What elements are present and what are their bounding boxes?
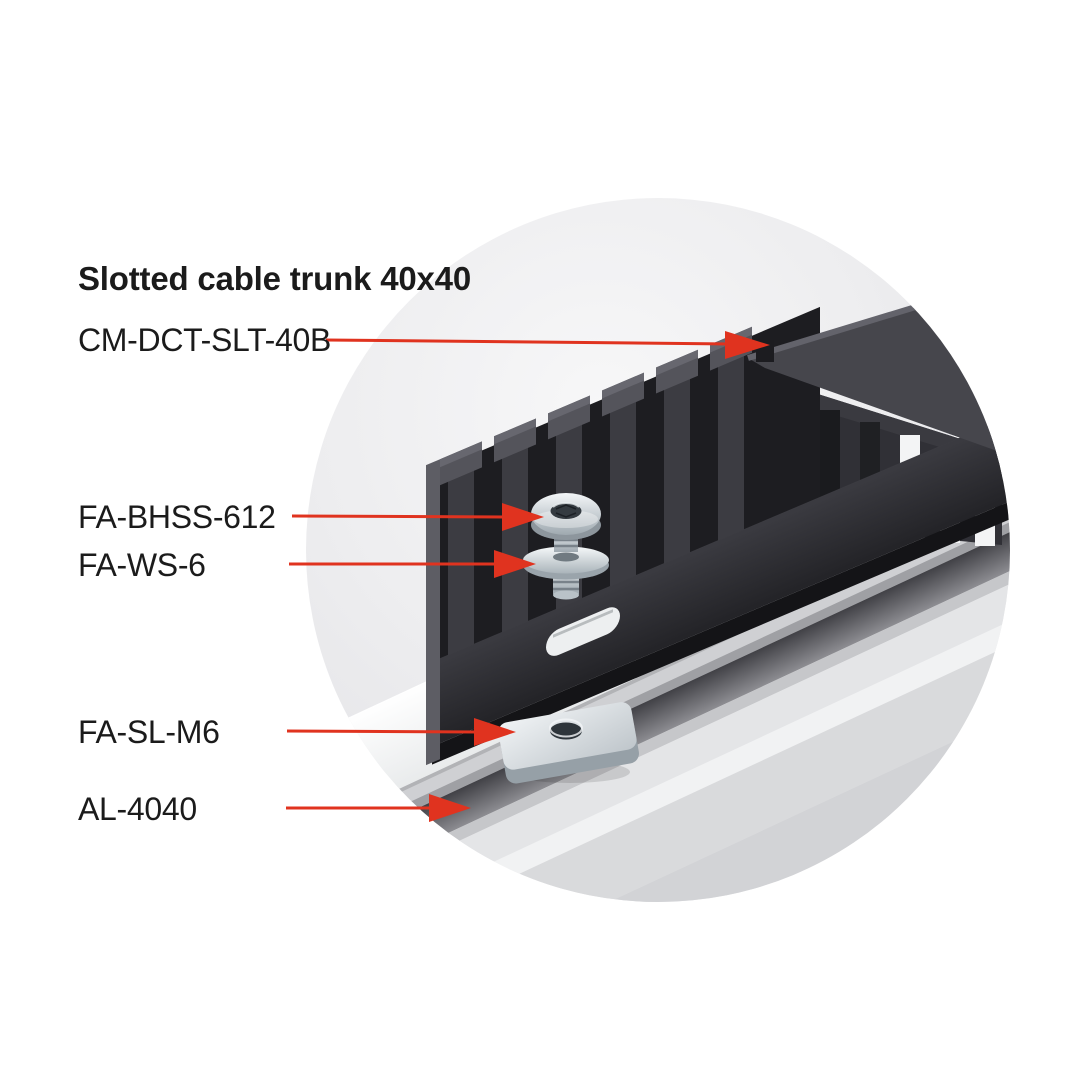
- duct-oblong-hole: [546, 607, 620, 656]
- arrow-profile: [286, 794, 471, 822]
- arrow-screw: [291, 503, 544, 531]
- duct-base-flange: [432, 401, 1010, 747]
- arrow-duct: [325, 331, 770, 359]
- callout-arrows: [286, 331, 770, 822]
- rail-t-slot: [306, 466, 1010, 902]
- slot-nut: [498, 702, 639, 784]
- arrow-washer: [289, 550, 536, 578]
- hex-socket: [550, 503, 582, 519]
- duct-open-end: [426, 459, 440, 766]
- washer: [523, 546, 609, 580]
- button-head-screw: [531, 493, 601, 540]
- screw-assembly: [523, 493, 609, 600]
- arrow-slot-nut: [286, 718, 516, 746]
